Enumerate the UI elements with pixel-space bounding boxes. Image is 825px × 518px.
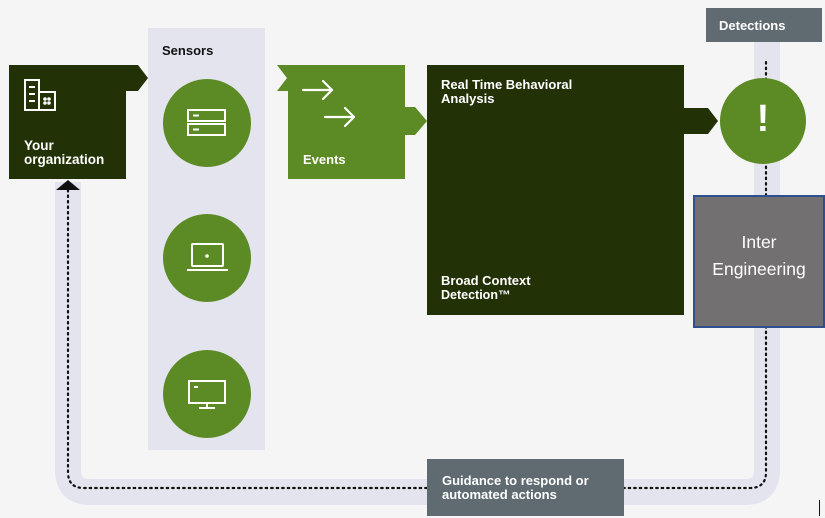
guidance-label-line1: Guidance to respond or	[442, 473, 589, 488]
sensor-laptop-circle	[163, 214, 251, 302]
guidance-label-line2: automated actions	[442, 487, 557, 502]
detections-label: Detections	[719, 18, 786, 33]
server-icon	[187, 109, 226, 136]
alert-icon: !	[756, 98, 770, 140]
sensors-title: Sensors	[162, 43, 214, 58]
detection-alert-circle	[720, 78, 806, 164]
arrows-icon	[301, 79, 356, 128]
inter-engineering-label: Inter Engineering	[695, 229, 823, 283]
inter-engineering-line2: Engineering	[712, 259, 806, 279]
organization-label: Your organization	[24, 139, 104, 167]
inter-engineering-box	[693, 195, 825, 328]
loop-arrowhead-up	[56, 180, 80, 190]
organization-label-line1: Your	[24, 138, 54, 153]
guidance-label: Guidance to respond or automated actions	[442, 474, 589, 502]
connector-analysis-detection	[684, 108, 718, 134]
guidance-box	[427, 459, 624, 516]
organization-label-line2: organization	[24, 152, 105, 167]
feedback-loop-track	[55, 40, 780, 505]
detections-header	[706, 8, 822, 42]
analysis-title-line1: Real Time Behavioral	[441, 77, 573, 92]
monitor-icon	[188, 380, 226, 409]
building-icon	[24, 79, 56, 111]
analysis-title-line2: Analysis	[441, 91, 495, 106]
feedback-loop-dotted-line	[66, 58, 768, 490]
analysis-title: Real Time Behavioral Analysis	[441, 78, 572, 106]
inter-engineering-line1: Inter	[741, 232, 777, 252]
analysis-box	[427, 65, 684, 315]
events-box	[288, 65, 405, 179]
connector-sensors-events	[277, 65, 288, 91]
laptop-icon	[187, 243, 228, 271]
analysis-footer-line1: Broad Context	[441, 273, 531, 288]
analysis-footer: Broad Context Detection™	[441, 273, 531, 303]
sensor-monitor-circle	[163, 350, 251, 438]
organization-box	[9, 65, 126, 179]
connector-events-analysis	[405, 107, 427, 135]
corner-divider	[819, 500, 820, 516]
events-label: Events	[303, 152, 346, 167]
connector-org-sensors	[125, 65, 148, 91]
analysis-footer-line2: Detection™	[441, 288, 511, 302]
